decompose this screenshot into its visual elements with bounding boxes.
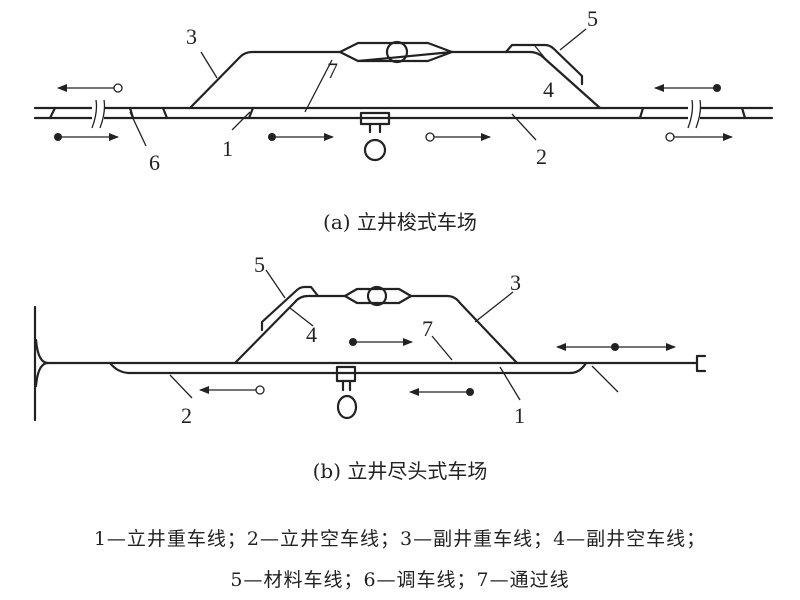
- label-leaders-b: [169, 269, 521, 401]
- track-4-b: [233, 294, 347, 365]
- track-5: [504, 43, 584, 86]
- label-7: 7: [327, 58, 338, 83]
- direction-arrows-a: [54, 83, 733, 142]
- track-5-b: [260, 285, 320, 332]
- label-2: 2: [536, 144, 547, 169]
- caption-b: (b) 立井尽头式车场: [312, 459, 488, 483]
- diagram-b: 5 4 3 7 2 1: [33, 252, 707, 428]
- label-7: 7: [422, 316, 433, 341]
- label-3: 3: [186, 24, 197, 49]
- track-3-b: [409, 294, 519, 365]
- track-3: [188, 50, 342, 110]
- label-5: 5: [587, 6, 598, 31]
- crossovers: [48, 106, 747, 120]
- buffer-stop-icon: [695, 354, 707, 373]
- shaft-switch-b: [343, 287, 413, 305]
- label-5: 5: [254, 252, 265, 277]
- direction-arrows-b: [199, 338, 676, 396]
- leader-unlabeled: [591, 365, 619, 393]
- label-6: 6: [149, 150, 160, 175]
- main-shaft-icon: [335, 365, 358, 420]
- caption-a: (a) 立井梭式车场: [323, 210, 477, 234]
- label-3: 3: [510, 270, 521, 295]
- auxiliary-shaft-icon: [385, 40, 409, 64]
- label-4: 4: [543, 77, 554, 102]
- legend-line-2: 5—材料车线；6—调车线；7—通过线: [230, 569, 570, 591]
- legend-line-1: 1—立井重车线；2—立井空车线；3—副井重车线；4—副井空车线；: [93, 528, 707, 550]
- main-shaft-icon: [359, 111, 391, 162]
- track-4: [450, 50, 602, 110]
- diagram-a: 3 7 5 4 1 2 6: [33, 6, 774, 175]
- track-2: [108, 361, 588, 375]
- label-4: 4: [306, 322, 317, 347]
- track-break-right: [687, 99, 702, 129]
- auxiliary-shaft-icon: [366, 285, 388, 307]
- shaft-switch: [338, 41, 454, 63]
- label-1: 1: [514, 403, 525, 428]
- junction-curve: [34, 338, 50, 388]
- label-1: 1: [222, 136, 233, 161]
- track-break-left: [91, 99, 106, 129]
- label-2: 2: [181, 403, 192, 428]
- label-leaders-a: [129, 28, 587, 147]
